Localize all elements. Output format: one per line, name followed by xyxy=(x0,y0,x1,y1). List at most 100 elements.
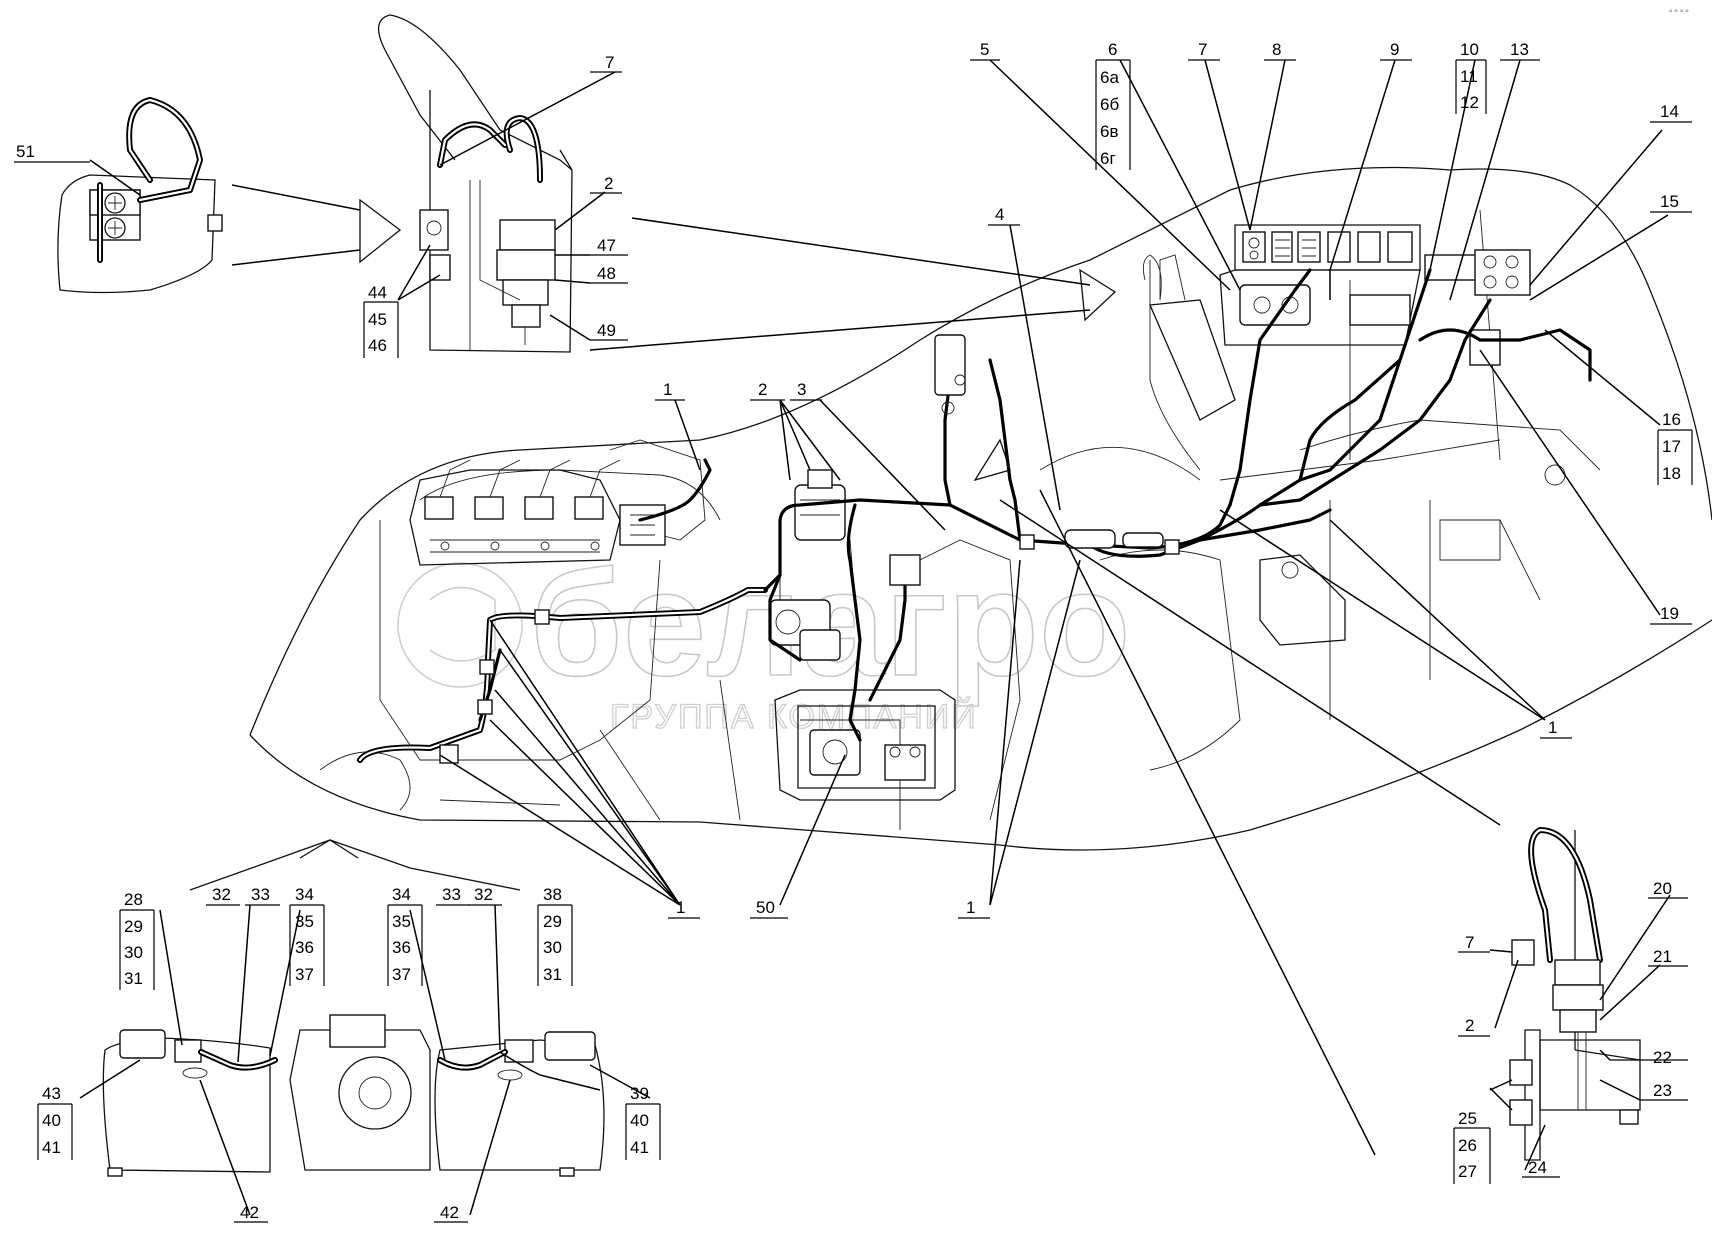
svg-text:32: 32 xyxy=(474,885,493,904)
svg-text:44: 44 xyxy=(368,283,387,302)
inset-lever-detail xyxy=(378,14,573,353)
callout-42-left: 42 xyxy=(234,1203,268,1223)
svg-text:30: 30 xyxy=(124,943,143,962)
callout-10-group: 10 11 12 xyxy=(1455,40,1487,114)
svg-text:7: 7 xyxy=(605,53,614,72)
svg-text:19: 19 xyxy=(1660,604,1679,623)
svg-text:51: 51 xyxy=(16,142,35,161)
instrument-panel xyxy=(1142,224,1531,421)
callout-32-right: 32 xyxy=(468,885,502,906)
callout-7-panel: 7 xyxy=(1188,40,1220,61)
callout-5: 5 xyxy=(970,40,1000,61)
svg-text:24: 24 xyxy=(1528,1158,1547,1177)
lever-arrow-head xyxy=(1079,268,1117,322)
svg-text:25: 25 xyxy=(1458,1109,1477,1128)
callout-33-right: 33 xyxy=(436,885,470,906)
svg-text:39: 39 xyxy=(630,1084,649,1103)
lever-arrow-upper xyxy=(631,217,1091,286)
svg-text:1: 1 xyxy=(676,898,685,917)
svg-text:12: 12 xyxy=(1460,93,1479,112)
callout-43-group: 43 40 41 xyxy=(37,1084,73,1160)
callout-19: 19 xyxy=(1650,604,1692,625)
svg-text:13: 13 xyxy=(1510,40,1529,59)
svg-text:1: 1 xyxy=(663,380,672,399)
starter-relay-assembly xyxy=(769,469,856,661)
svg-text:11: 11 xyxy=(1460,67,1478,86)
svg-text:15: 15 xyxy=(1660,192,1679,211)
svg-text:30: 30 xyxy=(543,938,562,957)
callout-2-top-inset: 2 xyxy=(590,174,622,194)
svg-text:22: 22 xyxy=(1653,1048,1672,1067)
svg-text:9: 9 xyxy=(1390,40,1399,59)
svg-text:32: 32 xyxy=(212,885,231,904)
svg-text:7: 7 xyxy=(1465,933,1474,952)
svg-text:33: 33 xyxy=(442,885,461,904)
svg-text:47: 47 xyxy=(597,236,616,255)
callout-49: 49 xyxy=(590,321,628,341)
svg-text:31: 31 xyxy=(124,969,143,988)
callout-7-top-inset: 7 xyxy=(590,53,622,73)
inset-51-arrow-lines xyxy=(231,184,361,266)
callout-47: 47 xyxy=(590,236,628,256)
svg-text:31: 31 xyxy=(543,965,562,984)
svg-text:1: 1 xyxy=(966,898,975,917)
svg-text:5: 5 xyxy=(980,40,989,59)
callout-25-group: 25 26 27 xyxy=(1453,1109,1491,1184)
svg-text:42: 42 xyxy=(240,1203,259,1222)
watermark-subtitle: ГРУППА КОМПАНИЙ xyxy=(610,698,978,736)
svg-text:16: 16 xyxy=(1662,410,1681,429)
svg-text:40: 40 xyxy=(630,1111,649,1130)
svg-text:27: 27 xyxy=(1458,1162,1477,1181)
svg-text:37: 37 xyxy=(392,965,411,984)
callout-51: 51 xyxy=(14,142,90,163)
callout-14: 14 xyxy=(1650,102,1692,123)
svg-text:41: 41 xyxy=(630,1138,649,1157)
inset-51-detail xyxy=(57,97,223,294)
callout-28-group: 28 29 30 31 xyxy=(119,890,155,990)
callout-34-right-group: 34 35 36 37 xyxy=(387,885,423,986)
inset-left-lights-detail xyxy=(102,839,605,1177)
svg-text:49: 49 xyxy=(597,321,616,340)
callout-4: 4 xyxy=(988,205,1020,226)
svg-text:37: 37 xyxy=(295,965,314,984)
callout-3: 3 xyxy=(790,380,822,401)
cable-harness xyxy=(357,268,1592,764)
svg-text:38: 38 xyxy=(543,885,562,904)
svg-text:34: 34 xyxy=(392,885,411,904)
svg-text:6: 6 xyxy=(1108,40,1117,59)
svg-text:3: 3 xyxy=(797,380,806,399)
svg-text:18: 18 xyxy=(1662,464,1681,483)
callout-32-left: 32 xyxy=(206,885,240,906)
svg-text:2: 2 xyxy=(1465,1016,1474,1035)
svg-text:8: 8 xyxy=(1272,40,1281,59)
callout-50: 50 xyxy=(750,898,788,919)
svg-text:4: 4 xyxy=(995,205,1004,224)
callout-23: 23 xyxy=(1640,1081,1688,1101)
callout-21: 21 xyxy=(1648,947,1688,967)
svg-text:23: 23 xyxy=(1653,1081,1672,1100)
svg-text:45: 45 xyxy=(368,310,387,329)
svg-text:6а: 6а xyxy=(1100,68,1119,87)
svg-text:6г: 6г xyxy=(1100,149,1116,168)
svg-text:42: 42 xyxy=(440,1203,459,1222)
svg-text:40: 40 xyxy=(42,1111,61,1130)
svg-text:35: 35 xyxy=(295,912,314,931)
callout-42-right: 42 xyxy=(434,1203,468,1223)
svg-text:1: 1 xyxy=(1548,718,1557,737)
svg-text:50: 50 xyxy=(756,898,775,917)
inset-51-arrow-head xyxy=(359,198,402,264)
callout-2-relay: 2 xyxy=(750,380,785,401)
svg-text:21: 21 xyxy=(1653,947,1672,966)
svg-text:29: 29 xyxy=(543,912,562,931)
svg-text:26: 26 xyxy=(1458,1136,1477,1155)
callout-24: 24 xyxy=(1522,1158,1560,1178)
callout-1-right: 1 xyxy=(1540,718,1572,739)
svg-text:29: 29 xyxy=(124,917,143,936)
svg-text:33: 33 xyxy=(251,885,270,904)
callout-34-left-group: 34 35 36 37 xyxy=(289,885,325,986)
svg-text:34: 34 xyxy=(295,885,314,904)
callout-1-engine: 1 xyxy=(655,380,685,401)
callout-38-group: 38 29 30 31 xyxy=(537,885,573,986)
svg-text:2: 2 xyxy=(758,380,767,399)
